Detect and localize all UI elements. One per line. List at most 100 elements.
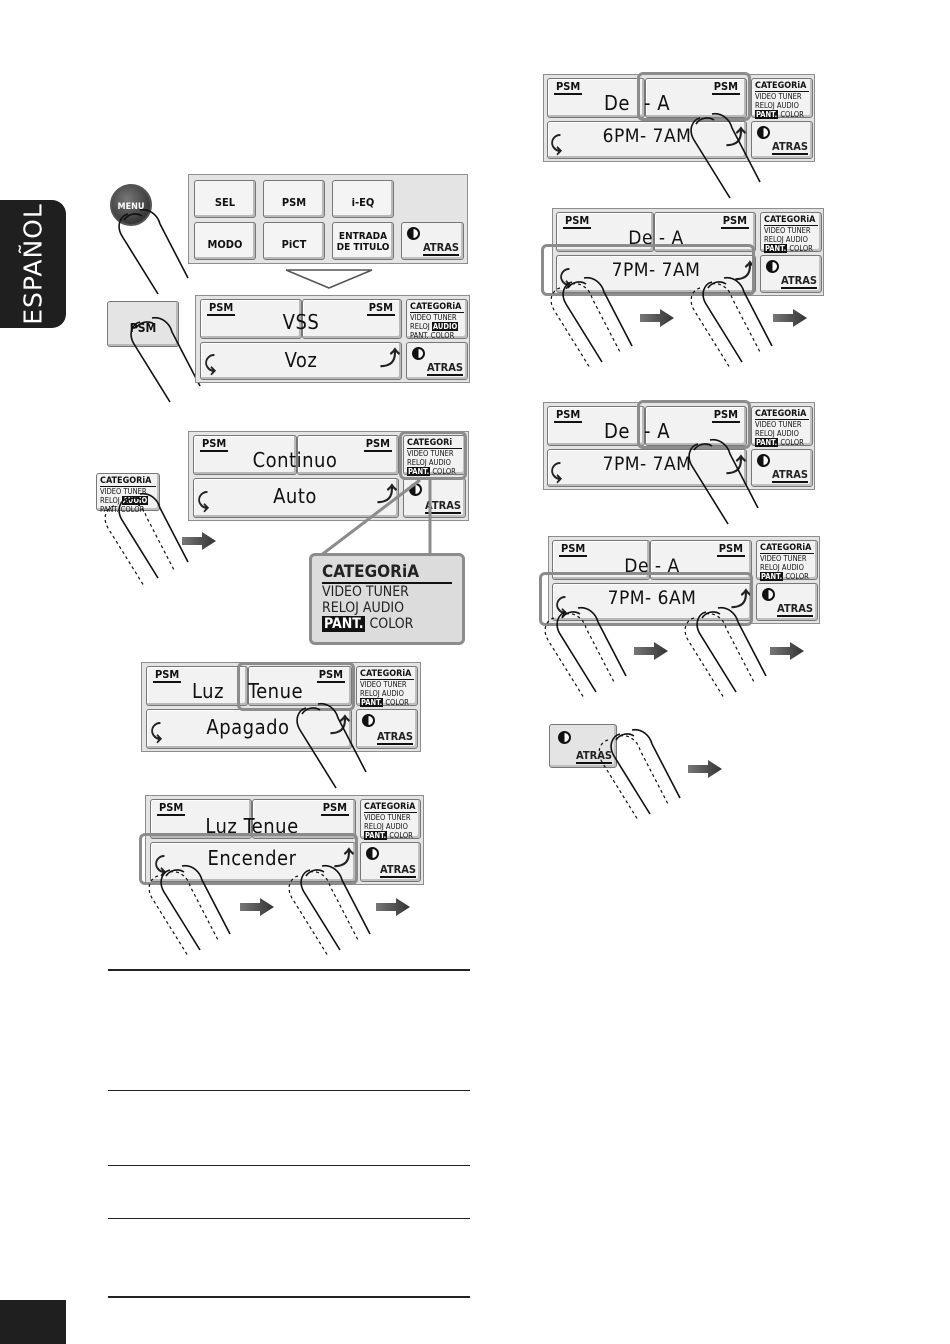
back-icon bbox=[412, 347, 425, 360]
modo-button[interactable]: MODO bbox=[194, 222, 256, 260]
rotate-right-icon[interactable]: ⤴ bbox=[735, 259, 755, 283]
finger-press-icon bbox=[148, 864, 231, 957]
psm-button[interactable]: PSM bbox=[107, 301, 179, 347]
finger-press-icon bbox=[550, 276, 633, 369]
screen-bottom-segment[interactable] bbox=[552, 583, 752, 621]
back-icon bbox=[407, 227, 420, 240]
left-top-segment[interactable]: PSM bbox=[200, 299, 302, 339]
rotate-left-icon[interactable]: ⤹ bbox=[150, 719, 162, 743]
divider bbox=[108, 1090, 470, 1091]
rotate-right-icon[interactable]: ⤴ bbox=[377, 482, 397, 506]
back-icon bbox=[757, 126, 770, 139]
category-button[interactable]: CATEGORiA VIDEO TUNER RELOJ AUDIO PANT. … bbox=[756, 540, 818, 581]
screen-bottom-segment[interactable] bbox=[150, 842, 356, 882]
highlight-frame bbox=[399, 431, 467, 480]
divider bbox=[108, 1165, 470, 1166]
screen-top-value: De - A bbox=[628, 227, 684, 249]
back-button[interactable]: ATRAS bbox=[549, 724, 617, 768]
screen-bottom-segment[interactable] bbox=[556, 255, 756, 293]
screen-bottom-segment[interactable] bbox=[547, 121, 747, 159]
rotate-right-icon[interactable]: ⤴ bbox=[731, 587, 751, 611]
screen-bottom-segment[interactable] bbox=[193, 478, 399, 518]
entrada-titulo-button[interactable]: ENTRADA DE TITULO bbox=[332, 222, 394, 260]
right-top-segment[interactable]: PSM bbox=[248, 666, 352, 706]
next-step-arrow-icon bbox=[634, 642, 668, 660]
back-button[interactable]: ATRAS bbox=[360, 842, 421, 882]
category-button[interactable]: CATEGORiA VIDEO TUNER RELOJ AUDIO PANT. … bbox=[751, 78, 813, 119]
next-step-arrow-icon bbox=[688, 760, 722, 778]
right-top-segment[interactable]: PSM bbox=[302, 299, 402, 339]
right-top-segment[interactable]: PSM bbox=[252, 799, 356, 839]
next-step-arrow-icon bbox=[640, 309, 674, 327]
screen-bottom-value: 7PM- 7AM bbox=[602, 453, 692, 475]
category-button[interactable]: CATEGORiA VIDEO TUNER RELOJ AUDIO PANT. … bbox=[406, 299, 468, 340]
finger-press-icon bbox=[288, 864, 371, 957]
finger-press-icon bbox=[544, 606, 627, 699]
back-button[interactable]: ATRAS bbox=[756, 583, 818, 621]
screen-top-value: Continuo bbox=[252, 448, 338, 472]
rotate-left-icon[interactable]: ⤹ bbox=[559, 265, 571, 289]
back-button[interactable]: ATRAS bbox=[760, 255, 822, 293]
back-button[interactable]: ATRAS bbox=[403, 478, 466, 518]
category-button[interactable]: CATEGORiA VIDEO TUNER RELOJ AUDIO PANT. … bbox=[760, 212, 822, 253]
finger-press-icon bbox=[690, 112, 761, 199]
screen-bottom-value: 7PM- 7AM bbox=[611, 259, 701, 281]
divider bbox=[108, 1218, 470, 1219]
next-step-arrow-icon bbox=[376, 898, 410, 916]
rotate-left-icon[interactable]: ⤹ bbox=[154, 852, 166, 876]
category-button[interactable]: CATEGORi VIDEO TUNER RELOJ AUDIO PANT. C… bbox=[403, 435, 466, 476]
back-icon bbox=[762, 588, 775, 601]
page-number-tab bbox=[0, 1300, 66, 1344]
time-screen-3: PSM De PSM - A ⤹ ⤴ 7PM- 7AM CATEGORiA VI… bbox=[543, 402, 815, 490]
highlight-frame bbox=[637, 72, 751, 121]
highlight-frame bbox=[237, 662, 355, 711]
ieq-button[interactable]: i-EQ bbox=[332, 180, 394, 218]
screen-top-right-value: - A bbox=[644, 419, 671, 443]
rotate-right-icon[interactable]: ⤴ bbox=[334, 846, 354, 870]
back-button[interactable]: ATRAS bbox=[401, 222, 464, 260]
next-step-arrow-icon bbox=[182, 532, 216, 550]
psm-menu-button[interactable]: PSM bbox=[263, 180, 325, 218]
rotate-right-icon[interactable]: ⤴ bbox=[380, 346, 400, 370]
category-button[interactable]: CATEGORiA VIDEO TUNER RELOJ AUDIO PANT. … bbox=[360, 799, 421, 840]
back-button[interactable]: ATRAS bbox=[751, 449, 813, 487]
luz-tenue-screen: PSM Luz PSM Tenue ⤹ ⤴ Apagado CATEGORiA … bbox=[141, 662, 421, 752]
menu-button[interactable]: MENU bbox=[110, 184, 152, 226]
rotate-left-icon[interactable]: ⤹ bbox=[550, 131, 562, 155]
screen-bottom-value: 6PM- 7AM bbox=[602, 125, 692, 147]
zoom-callout-lines bbox=[319, 478, 432, 558]
back-button[interactable]: ATRAS bbox=[406, 342, 468, 380]
category-zoom-callout: CATEGORiA VIDEO TUNER RELOJ AUDIO PANT. … bbox=[309, 553, 465, 645]
back-icon bbox=[558, 731, 571, 744]
category-button[interactable]: CATEGORiA VIDEO TUNER RELOJ AUDIO PANT. … bbox=[356, 666, 418, 707]
rotate-left-icon[interactable]: ⤹ bbox=[555, 593, 567, 617]
left-top-segment[interactable]: PSM bbox=[193, 435, 297, 475]
screen-bottom-segment[interactable] bbox=[200, 342, 402, 380]
sel-button[interactable]: SEL bbox=[194, 180, 256, 218]
screen-top-right-value: - A bbox=[644, 91, 671, 115]
next-step-arrow-icon bbox=[773, 309, 807, 327]
right-top-segment[interactable]: PSM bbox=[297, 435, 399, 475]
back-button[interactable]: ATRAS bbox=[356, 709, 418, 749]
screen-top-left-value: De bbox=[604, 419, 630, 443]
left-top-segment[interactable]: PSM bbox=[150, 799, 252, 839]
rotate-left-icon[interactable]: ⤹ bbox=[550, 459, 562, 483]
rotate-left-icon[interactable]: ⤹ bbox=[197, 488, 209, 512]
category-button[interactable]: CATEGORiA VIDEO TUNER RELOJ AUDIO PANT. … bbox=[96, 473, 160, 514]
finger-press-icon bbox=[688, 438, 759, 525]
left-top-segment[interactable]: PSM bbox=[547, 406, 645, 446]
finger-press-icon bbox=[118, 208, 189, 295]
right-top-segment[interactable]: PSM bbox=[645, 78, 747, 118]
rotate-left-icon[interactable]: ⤹ bbox=[204, 351, 216, 375]
finger-press-icon bbox=[598, 728, 681, 821]
left-top-segment[interactable]: PSM bbox=[547, 78, 645, 118]
down-arrow-icon bbox=[285, 269, 373, 289]
time-screen-4: PSM PSM De - A ⤹ ⤴ 7PM- 6AM CATEGORiA VI… bbox=[548, 536, 820, 624]
back-button[interactable]: ATRAS bbox=[751, 121, 813, 159]
screen-bottom-segment[interactable] bbox=[547, 449, 747, 487]
divider bbox=[108, 969, 470, 971]
screen-top-left-value: Luz bbox=[192, 679, 225, 703]
pict-button[interactable]: PiCT bbox=[263, 222, 325, 260]
category-button[interactable]: CATEGORiA VIDEO TUNER RELOJ AUDIO PANT. … bbox=[751, 406, 813, 447]
left-top-segment[interactable]: PSM bbox=[146, 666, 248, 706]
